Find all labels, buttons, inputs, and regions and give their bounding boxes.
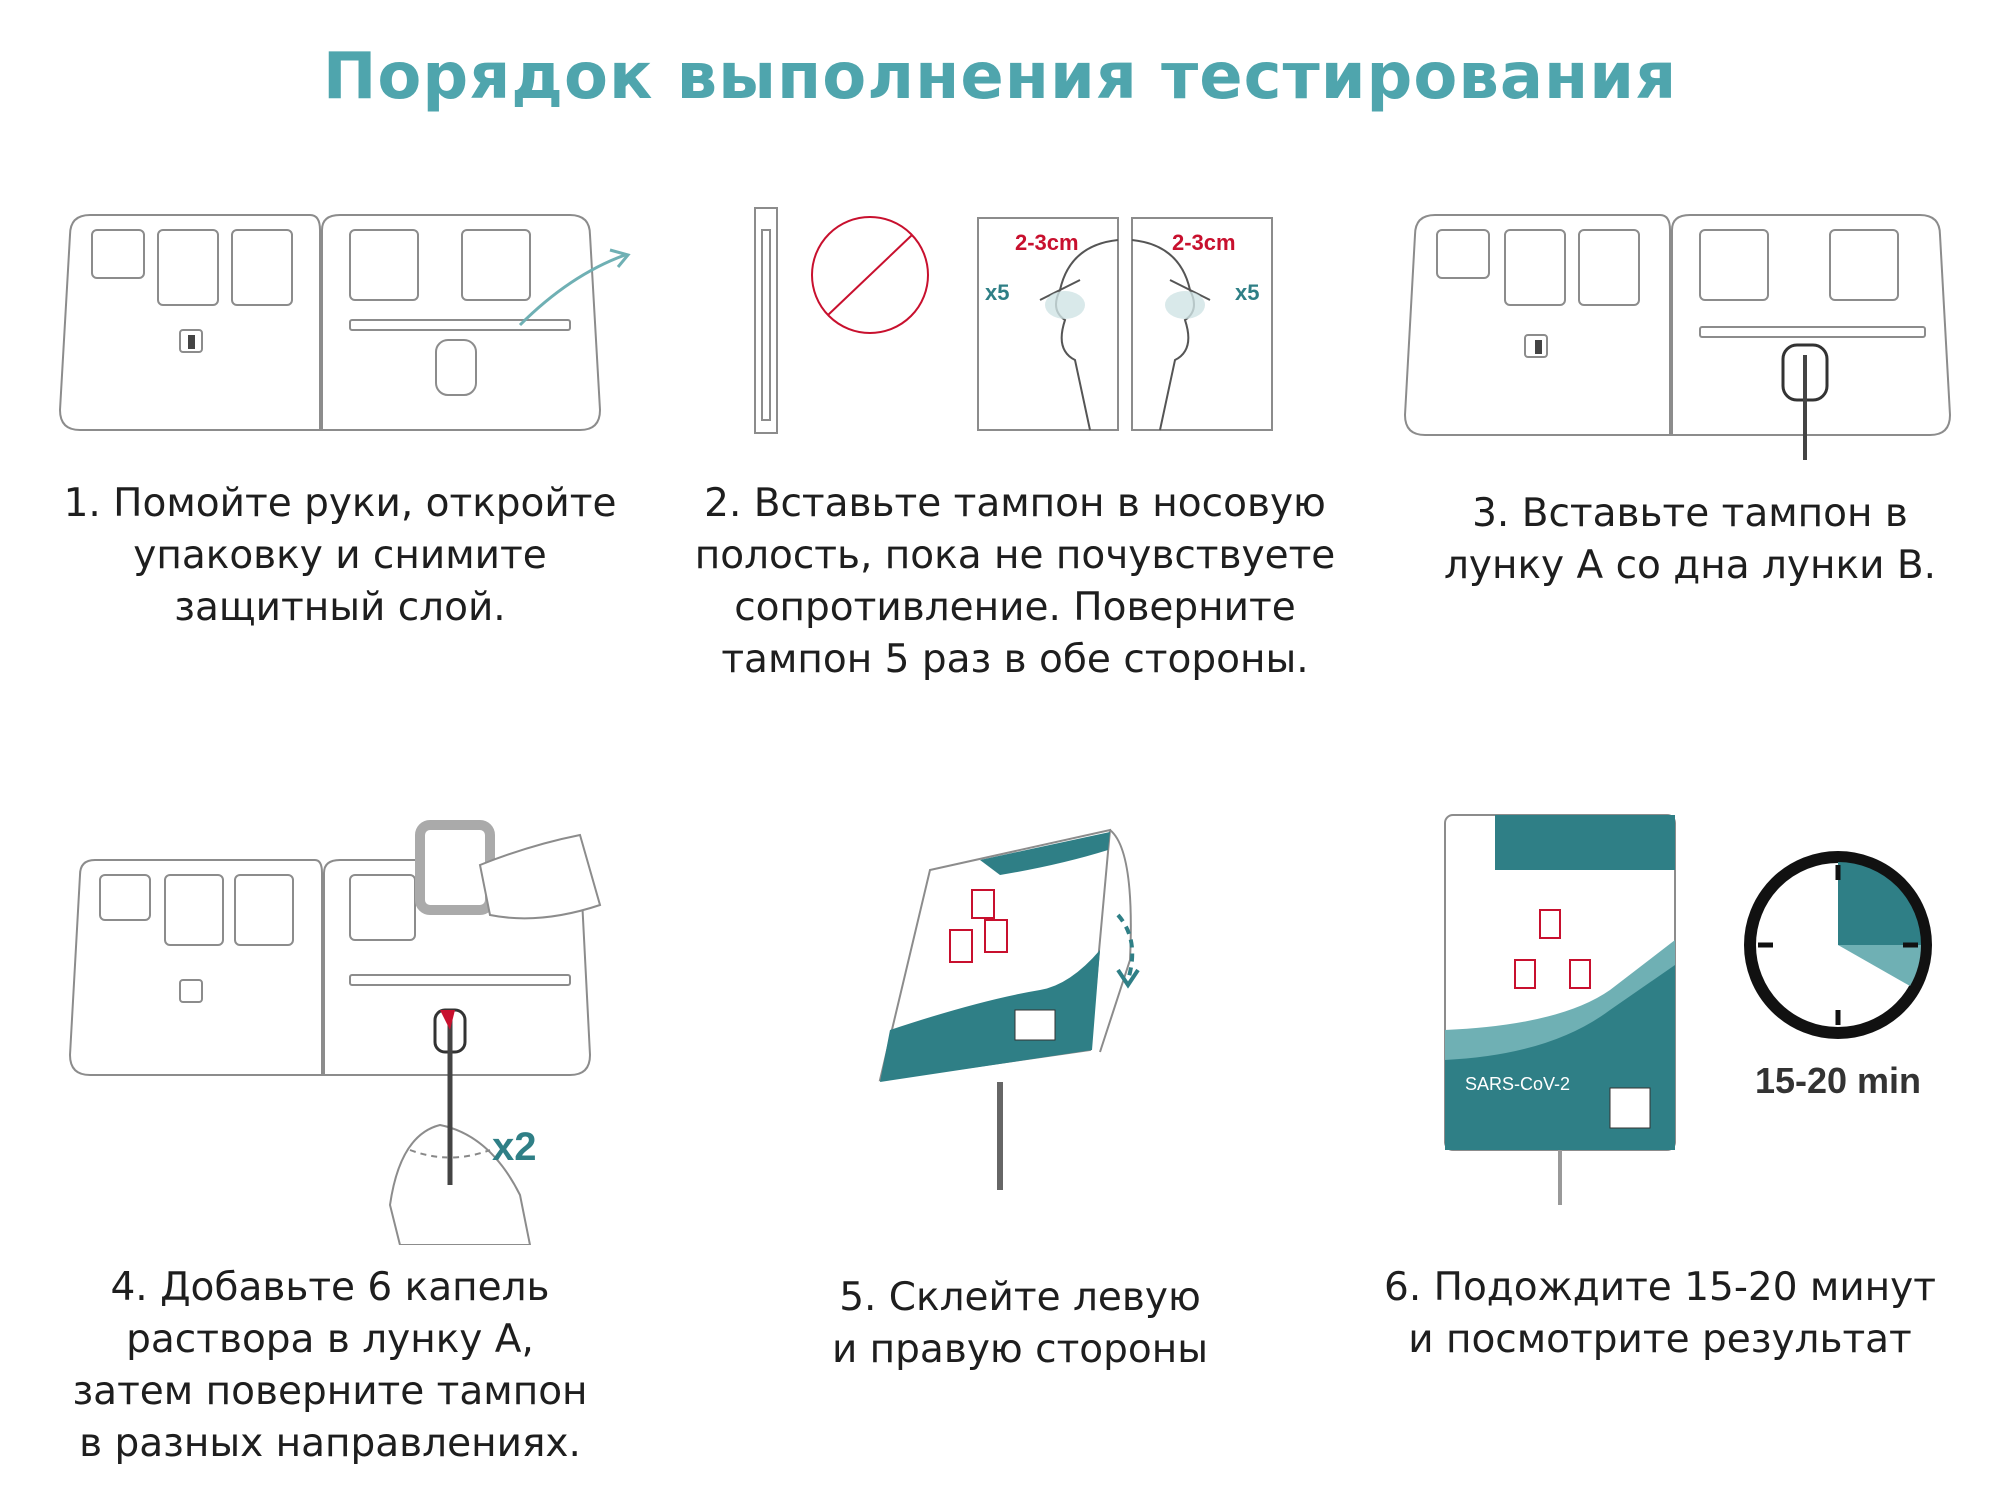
timer-label: 15-20 min bbox=[1755, 1060, 1921, 1101]
page-title: Порядок выполнения тестирования bbox=[322, 40, 1678, 114]
step-6-illustration: SARS-CoV-2 15-20 min bbox=[1444, 814, 1932, 1205]
rotation-label: x2 bbox=[492, 1125, 537, 1169]
step-1-caption: 1. Помойте руки, откройте упаковку и сни… bbox=[63, 481, 617, 630]
distance-label-right: 2-3cm bbox=[1172, 230, 1236, 255]
step-2-caption: 2. Вставьте тампон в носовую полость, по… bbox=[694, 481, 1336, 682]
step-4-caption: 4. Добавьте 6 капель раствора в лунку А,… bbox=[72, 1265, 588, 1466]
card-title: SARS-CoV-2 bbox=[1465, 1074, 1570, 1094]
distance-label-left: 2-3cm bbox=[1015, 230, 1079, 255]
step-2-illustration: 2-3cm 2-3cm x5 x5 bbox=[754, 207, 1273, 434]
step-1-illustration bbox=[58, 214, 631, 431]
step-5-caption: 5. Склейте левую и правую стороны bbox=[831, 1275, 1209, 1372]
step-6-caption: 6. Подождите 15-20 минут и посмотрите ре… bbox=[1384, 1265, 1936, 1362]
step-4-illustration: x2 bbox=[68, 820, 602, 1245]
rotation-label-left: x5 bbox=[985, 280, 1009, 305]
rotation-label-right: x5 bbox=[1235, 280, 1259, 305]
step-3-caption: 3. Вставьте тампон в лунку А со дна лунк… bbox=[1443, 491, 1937, 588]
step-3-illustration bbox=[1403, 214, 1952, 460]
step-5-illustration bbox=[878, 828, 1140, 1190]
